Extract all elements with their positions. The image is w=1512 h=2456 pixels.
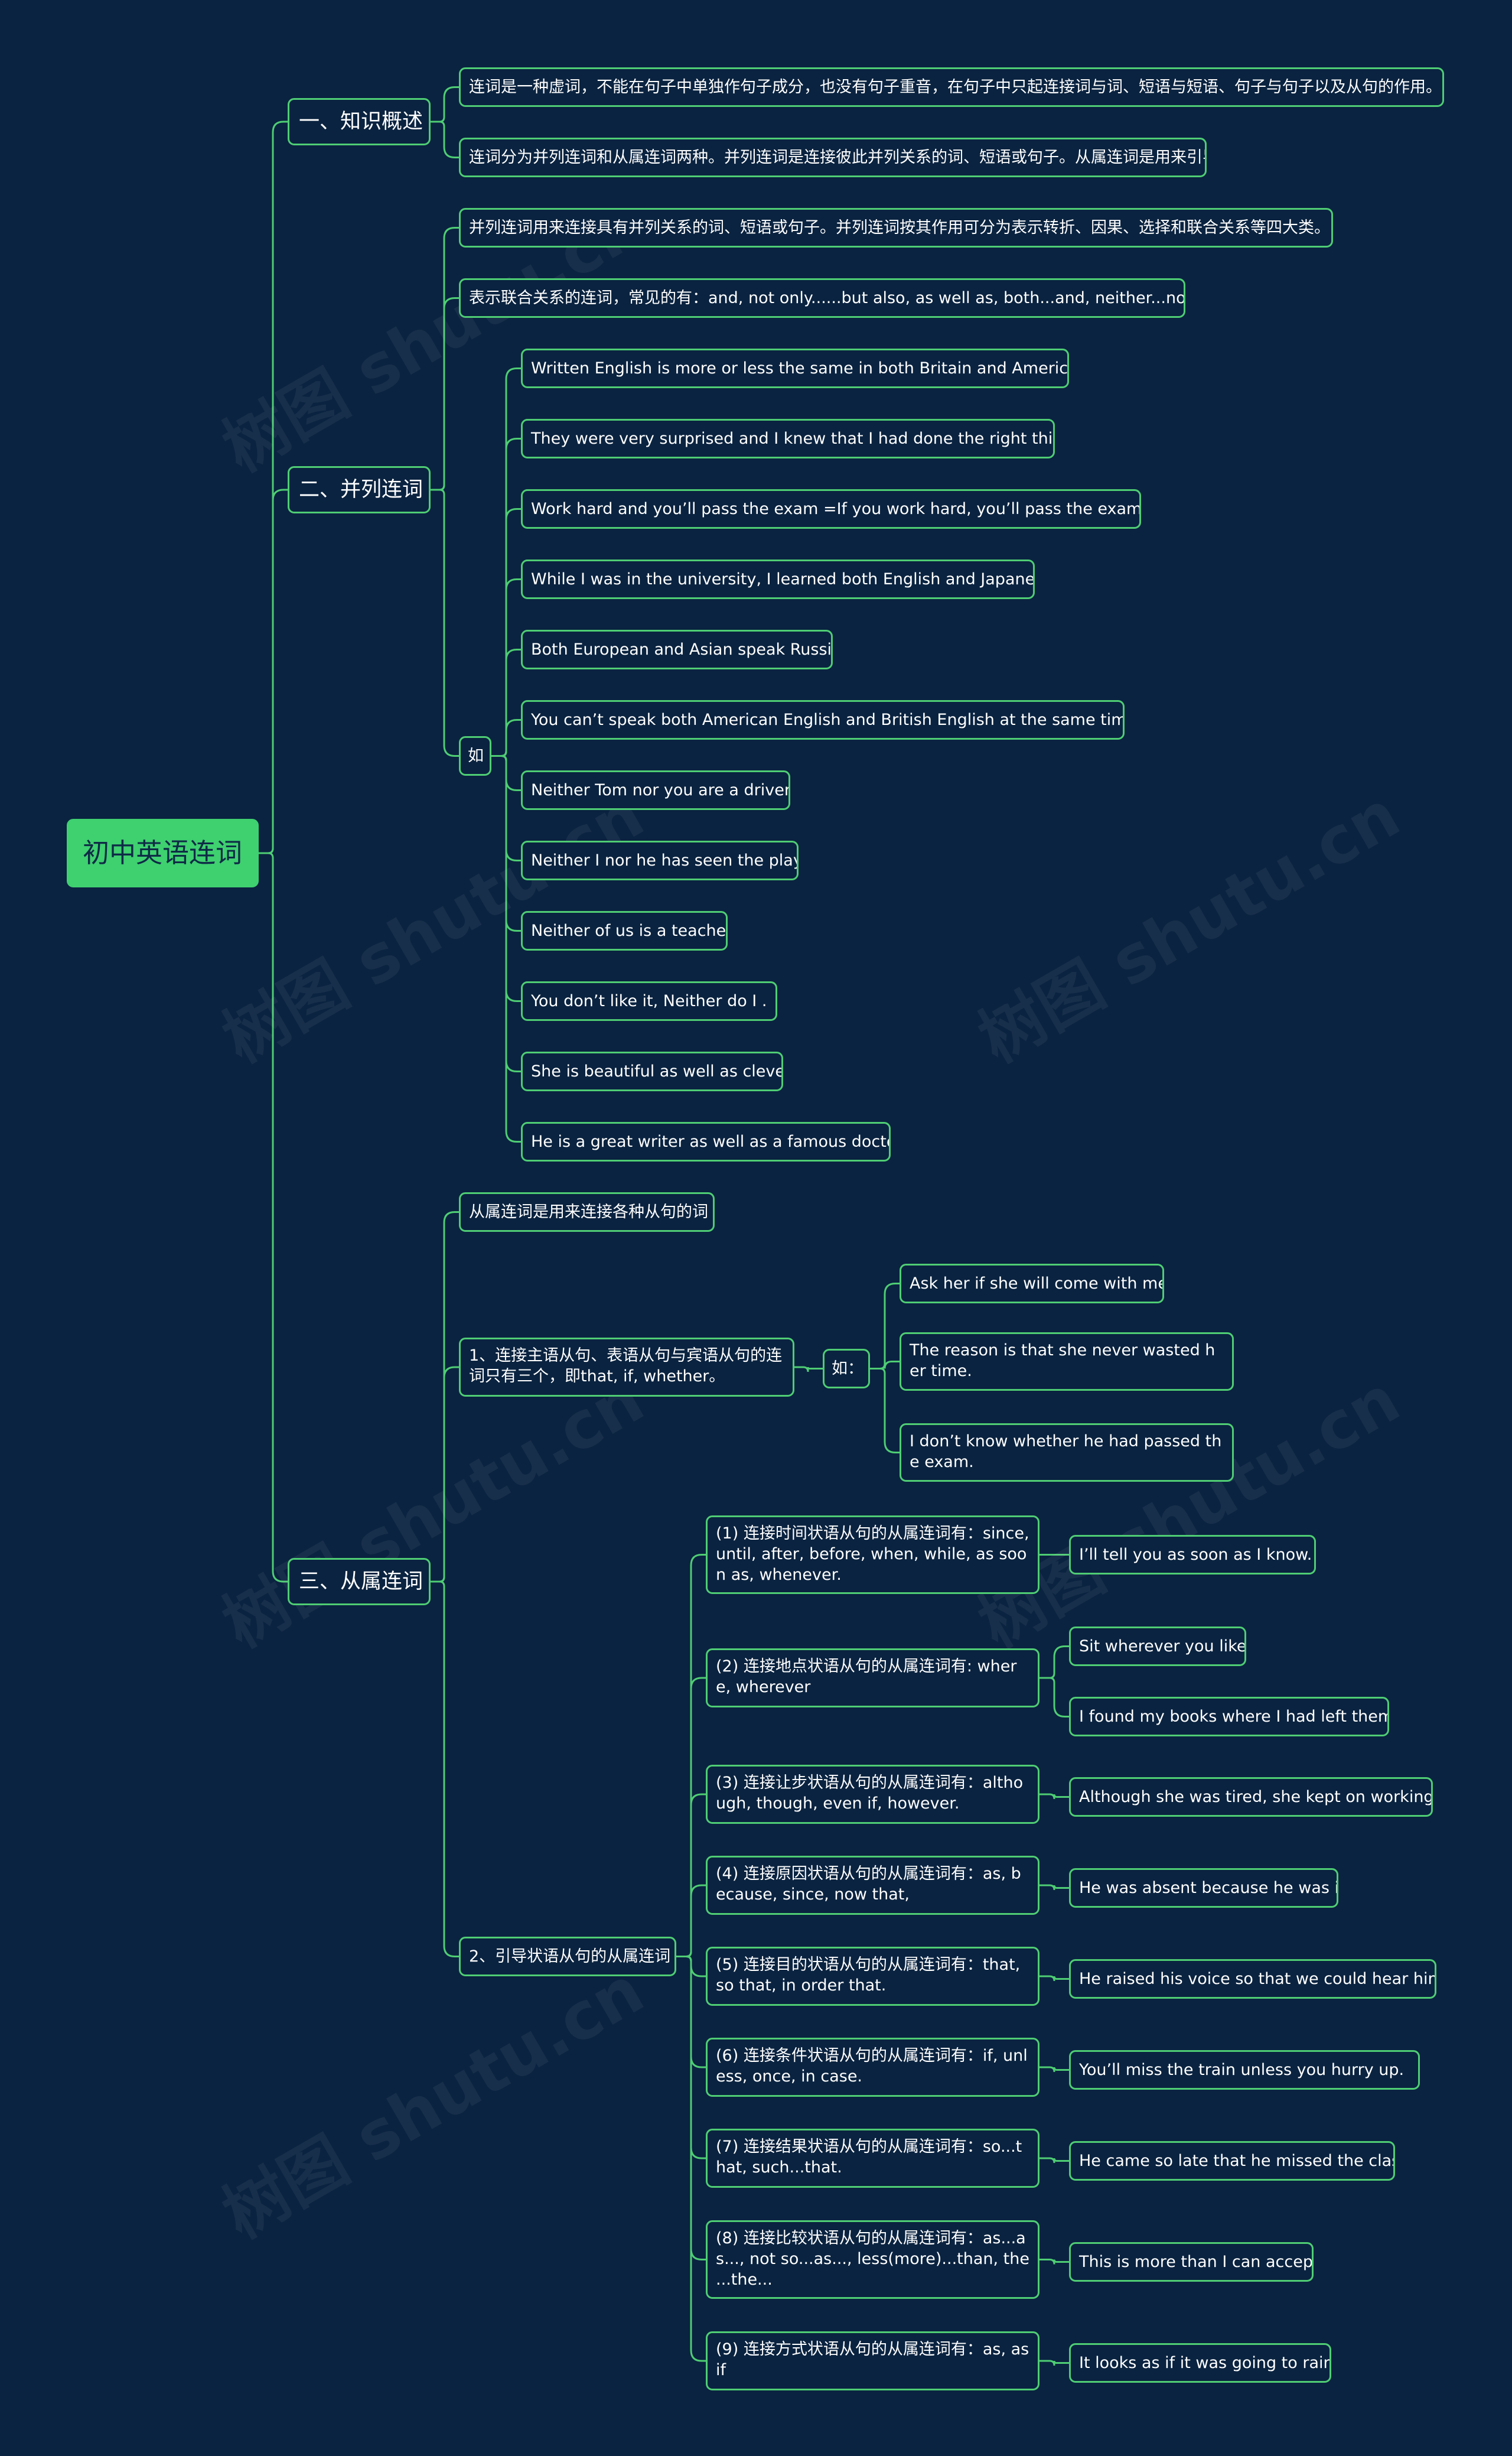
adverbial-group[interactable]: (1) 连接时间状语从句的从属连词有：since, until, after, … — [706, 1515, 1040, 1594]
example-sentence[interactable]: You don’t like it, Neither do I . — [521, 981, 777, 1021]
example-sentence[interactable]: Sit wherever you like. — [1069, 1627, 1246, 1666]
connector-line — [1040, 1677, 1069, 1717]
connector-line — [259, 852, 288, 1583]
example-sentence[interactable]: Written English is more or less the same… — [521, 349, 1069, 388]
adverbial-group[interactable]: (9) 连接方式状语从句的从属连词有：as, as if — [706, 2331, 1040, 2390]
connector-line — [1040, 1793, 1069, 1800]
example-sentence[interactable]: Neither I nor he has seen the play. — [521, 841, 799, 880]
example-sentence[interactable]: Neither of us is a teacher — [521, 911, 728, 951]
adverbial-group[interactable]: (5) 连接目的状语从句的从属连词有：that, so that, in ord… — [706, 1947, 1040, 2006]
connector-line — [259, 489, 288, 854]
examples-label[interactable]: 如： — [823, 1349, 870, 1388]
adverbial-group[interactable]: (8) 连接比较状语从句的从属连词有：as...as..., not so...… — [706, 2220, 1040, 2299]
connector-line — [676, 1956, 706, 2362]
example-sentence[interactable]: He is a great writer as well as a famous… — [521, 1122, 891, 1162]
section-coordinating[interactable]: 二、并列连词 — [288, 466, 431, 513]
connector-line — [676, 1884, 706, 1957]
example-sentence[interactable]: You can’t speak both American English an… — [521, 700, 1125, 740]
example-sentence[interactable]: He raised his voice so that we could hea… — [1069, 1959, 1436, 1999]
example-sentence[interactable]: I found my books where I had left them. — [1069, 1697, 1389, 1736]
example-sentence[interactable]: The reason is that she never wasted her … — [900, 1332, 1234, 1391]
root-node[interactable]: 初中英语连词 — [67, 819, 259, 887]
section-subordinating[interactable]: 三、从属连词 — [288, 1558, 431, 1605]
adverbial-group[interactable]: (7) 连接结果状语从句的从属连词有：so...that, such...tha… — [706, 2129, 1040, 2188]
example-sentence[interactable]: It looks as if it was going to rain. — [1069, 2343, 1331, 2383]
example-sentence[interactable]: Work hard and you’ll pass the exam =If y… — [521, 489, 1141, 529]
example-sentence[interactable]: I’ll tell you as soon as I know. — [1069, 1535, 1316, 1575]
example-sentence[interactable]: This is more than I can accept. — [1069, 2242, 1314, 2282]
connector-line — [431, 1366, 459, 1583]
coordinating-item[interactable]: 并列连词用来连接具有并列关系的词、短语或句子。并列连词按其作用可分为表示转折、因… — [459, 208, 1333, 248]
example-sentence[interactable]: I don’t know whether he had passed the e… — [900, 1423, 1234, 1482]
section-overview[interactable]: 一、知识概述 — [288, 98, 431, 145]
connector-line — [431, 489, 459, 757]
overview-item[interactable]: 连词分为并列连词和从属连词两种。并列连词是连接彼此并列关系的词、短语或句子。从属… — [459, 138, 1207, 177]
connector-line — [1040, 2066, 1069, 2073]
connector-line — [431, 1580, 459, 1957]
example-sentence[interactable]: Although she was tired, she kept on work… — [1069, 1777, 1433, 1817]
example-sentence[interactable]: Ask her if she will come with me. — [900, 1264, 1164, 1303]
adverbial-group[interactable]: (6) 连接条件状语从句的从属连词有：if, unless, once, in … — [706, 2038, 1040, 2097]
coordinating-item[interactable]: 表示联合关系的连词，常见的有：and, not only......but al… — [459, 278, 1185, 318]
overview-item[interactable]: 连词是一种虚词，不能在句子中单独作句子成分，也没有句子重音，在句子中只起连接词与… — [459, 67, 1444, 107]
connector-line — [870, 1368, 900, 1453]
example-sentence[interactable]: He came so late that he missed the class… — [1069, 2141, 1395, 2181]
connector-line — [1040, 1884, 1069, 1891]
example-sentence[interactable]: Both European and Asian speak Russia — [521, 630, 833, 669]
connector-line — [431, 86, 459, 123]
example-sentence[interactable]: While I was in the university, I learned… — [521, 559, 1035, 599]
example-sentence[interactable]: He was absent because he was ill. — [1069, 1868, 1338, 1908]
connector-line — [1040, 1645, 1069, 1679]
example-sentence[interactable]: She is beautiful as well as clever. — [521, 1052, 783, 1091]
noun-clause-node[interactable]: 1、连接主语从句、表语从句与宾语从句的连词只有三个，即that, if, whe… — [459, 1338, 794, 1397]
connector-line — [1040, 2157, 1069, 2164]
examples-label[interactable]: 如 — [459, 736, 491, 776]
adverbial-group[interactable]: (2) 连接地点状语从句的从属连词有: where, wherever — [706, 1648, 1040, 1707]
connector-line — [870, 1283, 900, 1369]
connector-line — [794, 1366, 823, 1372]
adverbial-group[interactable]: (4) 连接原因状语从句的从属连词有：as, because, since, n… — [706, 1856, 1040, 1915]
subordinating-intro[interactable]: 从属连词是用来连接各种从句的词 — [459, 1192, 715, 1232]
connector-line — [491, 719, 521, 757]
connector-line — [431, 297, 459, 491]
example-sentence[interactable]: You’ll miss the train unless you hurry u… — [1069, 2050, 1420, 2090]
adverbial-node[interactable]: 2、引导状语从句的从属连词 — [459, 1937, 676, 1976]
connector-line — [491, 755, 521, 1143]
connector-line — [1040, 1975, 1069, 1982]
example-sentence[interactable]: They were very surprised and I knew that… — [521, 419, 1055, 458]
example-sentence[interactable]: Neither Tom nor you are a driver. — [521, 770, 790, 810]
connector-line — [1040, 2360, 1069, 2366]
connector-line — [1040, 2259, 1069, 2265]
adverbial-group[interactable]: (3) 连接让步状语从句的从属连词有：although, though, eve… — [706, 1765, 1040, 1824]
connector-line — [431, 121, 459, 158]
